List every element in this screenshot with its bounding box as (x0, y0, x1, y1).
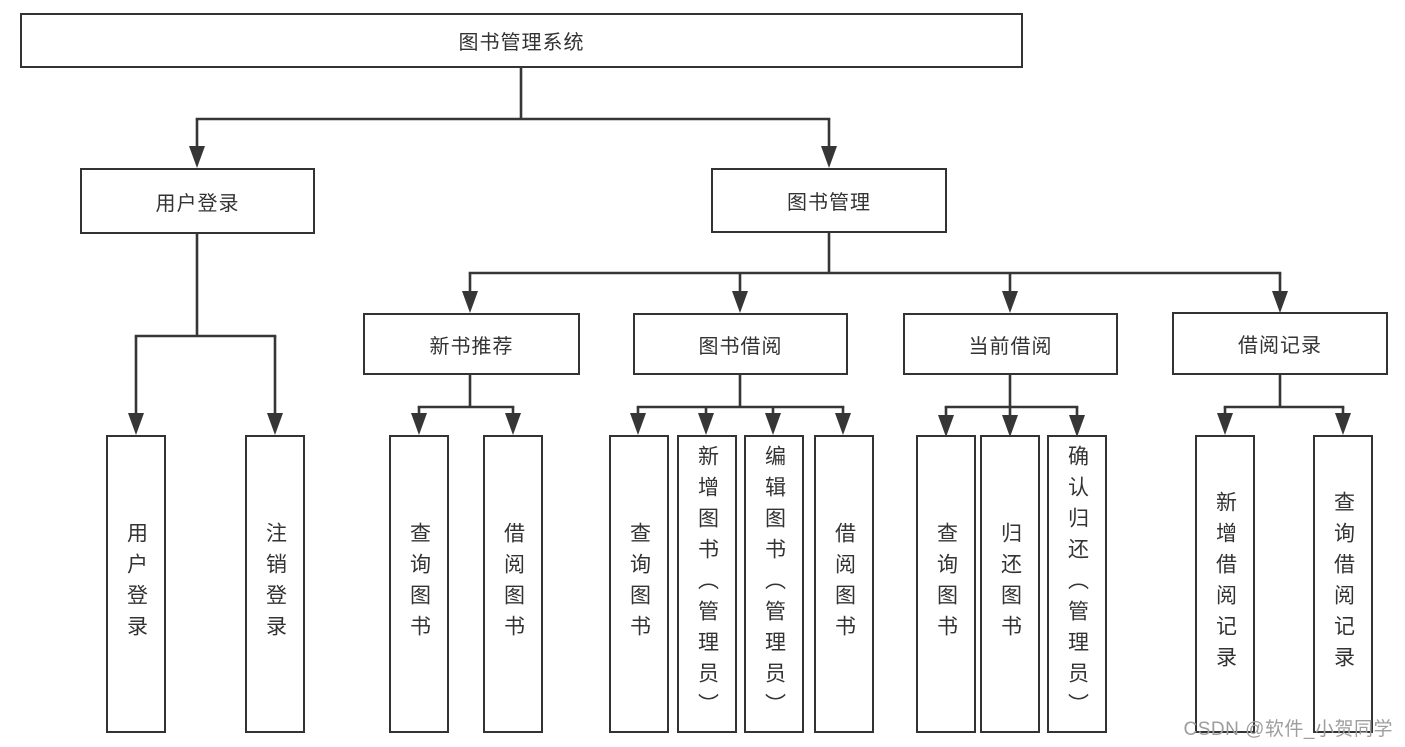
node-library-system-label: 图书管理系统 (458, 32, 585, 54)
node-user-login-label: 用户登录 (155, 192, 240, 215)
leaf-query-books-current: 查询图书 (916, 435, 976, 733)
node-library-system: 图书管理系统 (20, 13, 1023, 68)
node-borrowing-records: 借阅记录 (1172, 312, 1388, 375)
leaf-logout: 注销登录 (245, 435, 305, 733)
node-current-borrowing-label: 当前借阅 (968, 335, 1053, 358)
node-book-management-label: 图书管理 (787, 192, 871, 214)
node-book-management: 图书管理 (711, 168, 947, 233)
leaf-return-books: 归还图书 (980, 435, 1040, 733)
node-book-borrowing-label: 图书借阅 (698, 335, 783, 358)
leaf-borrow-books-recommend: 借阅图书 (483, 435, 543, 733)
leaf-query-books-recommend: 查询图书 (389, 435, 449, 733)
node-borrowing-records-label: 借阅记录 (1238, 335, 1322, 357)
leaf-borrow-books: 借阅图书 (814, 435, 874, 733)
leaf-user-login: 用户登录 (106, 435, 166, 733)
node-book-borrowing: 图书借阅 (633, 313, 848, 375)
leaf-edit-books-admin: 编辑图书（管理员） (744, 435, 804, 733)
leaf-confirm-return-admin: 确认归还（管理员） (1047, 435, 1107, 733)
leaf-query-books-borrowing: 查询图书 (609, 435, 669, 733)
watermark: CSDN @软件_小贺同学 (1183, 719, 1393, 740)
leaf-add-borrow-record: 新增借阅记录 (1195, 435, 1255, 733)
leaf-query-borrow-record: 查询借阅记录 (1313, 435, 1373, 733)
node-user-login: 用户登录 (80, 168, 315, 234)
leaf-add-books-admin: 新增图书（管理员） (677, 435, 737, 733)
node-new-book-recommendation: 新书推荐 (363, 313, 580, 375)
node-current-borrowing: 当前借阅 (903, 313, 1118, 375)
node-new-book-recommendation-label: 新书推荐 (429, 335, 514, 358)
